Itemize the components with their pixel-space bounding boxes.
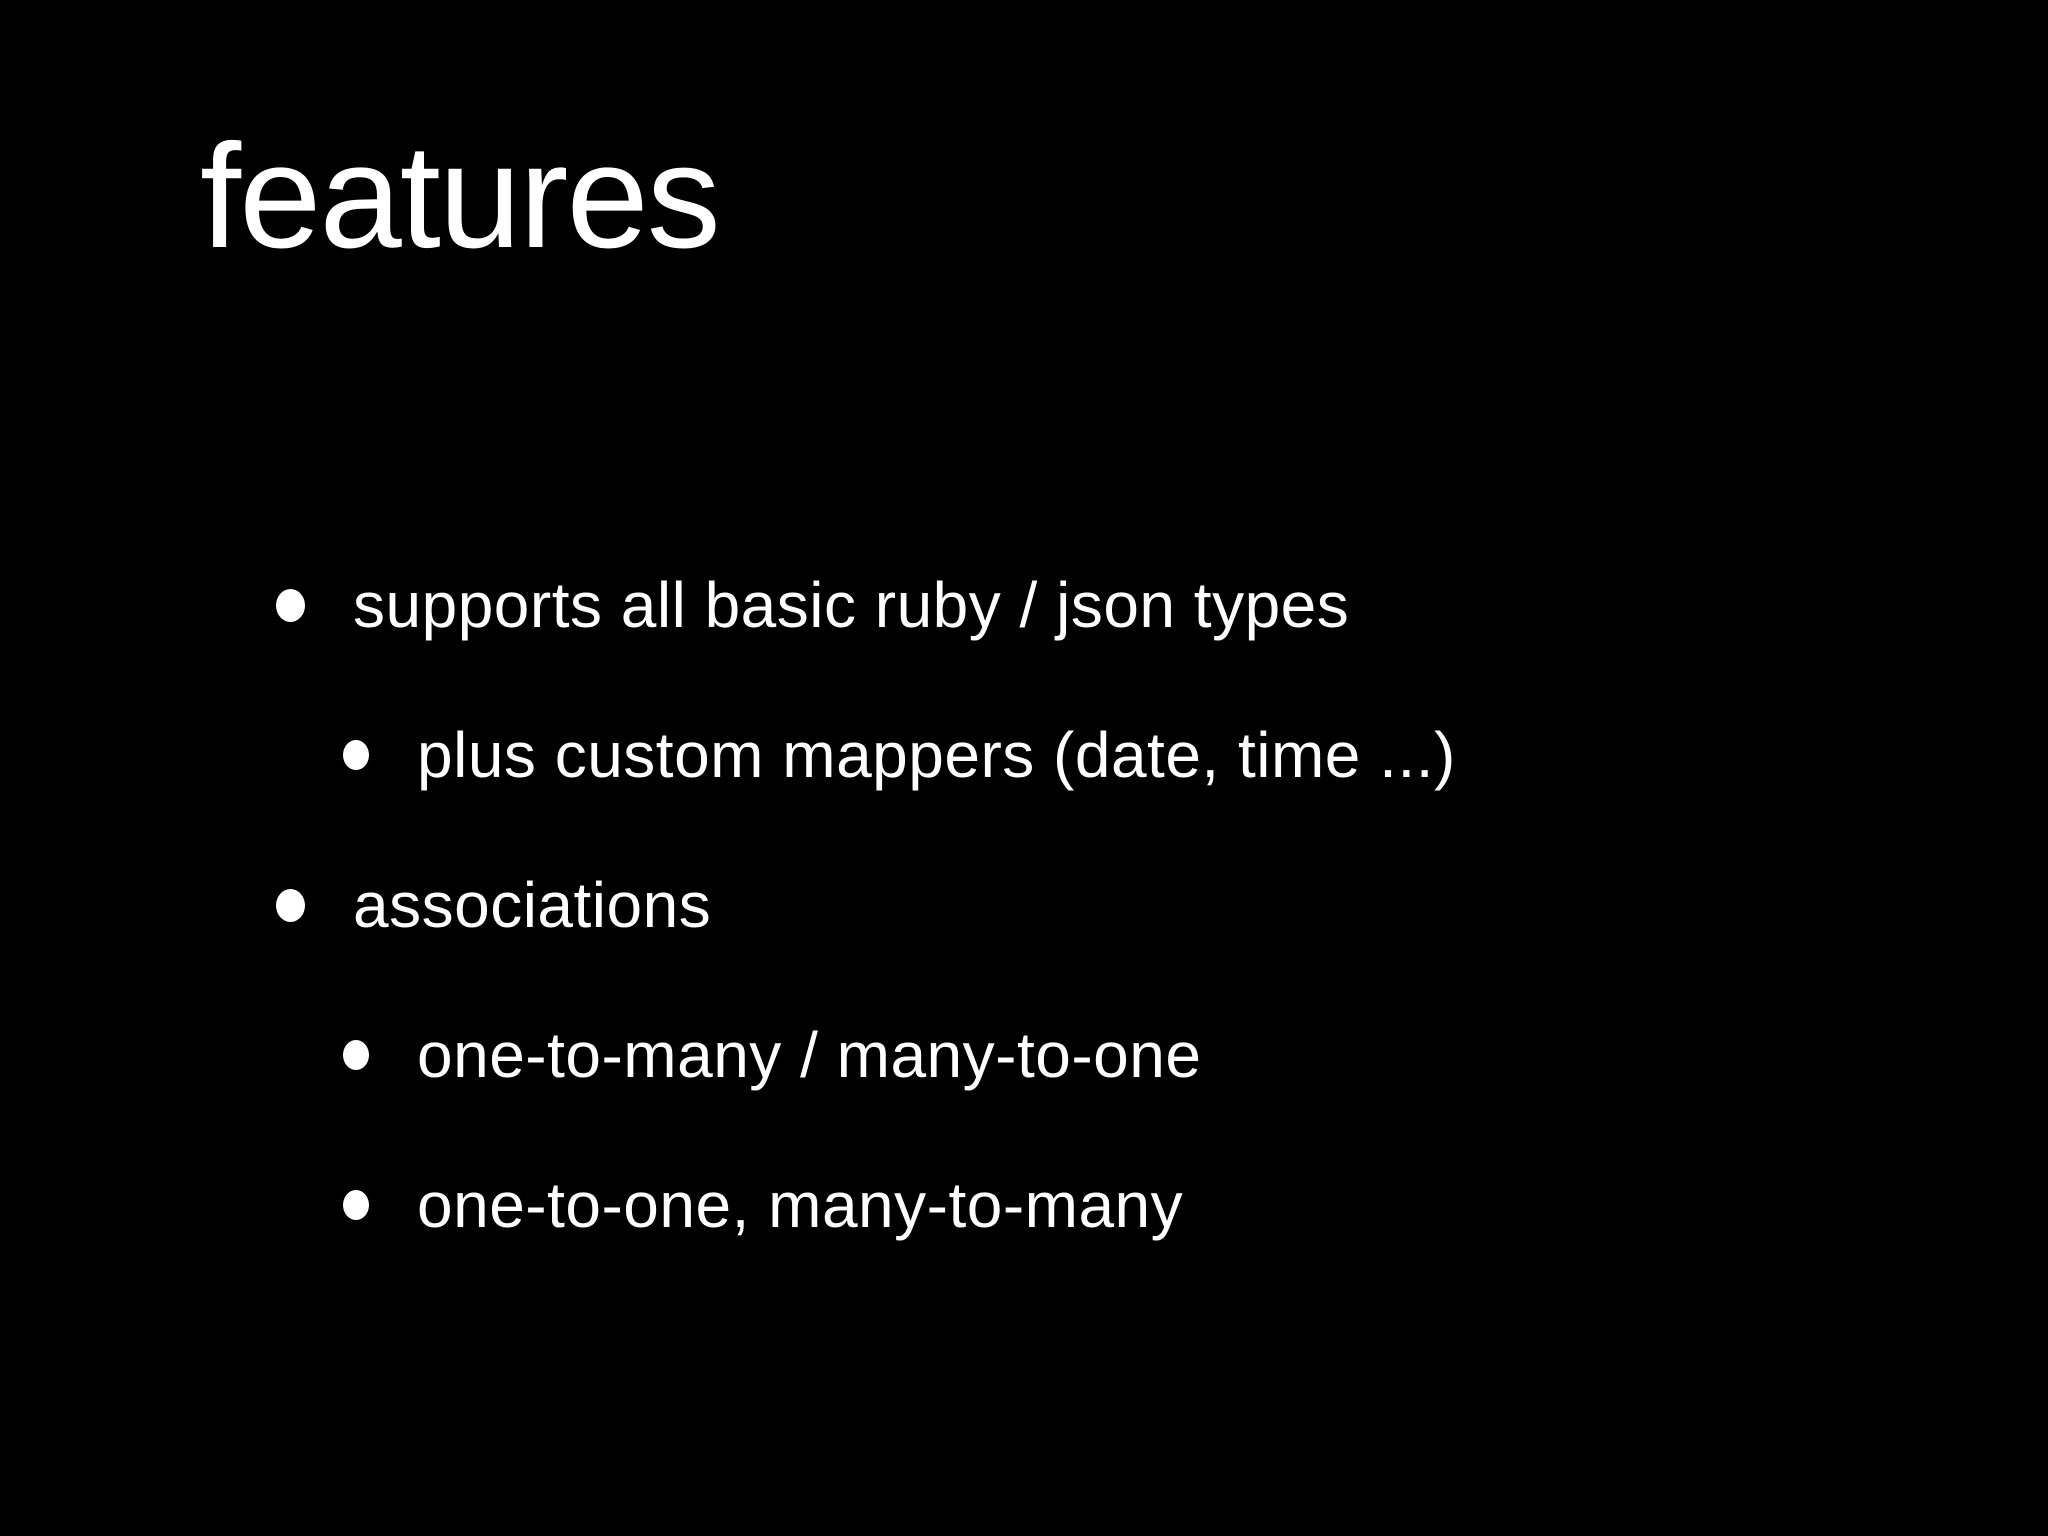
bullet-text: one-to-many / many-to-one xyxy=(417,1019,1202,1091)
slide-title: features xyxy=(200,114,721,279)
bullet-dot-icon xyxy=(343,740,369,770)
bullet-item: supports all basic ruby / json types xyxy=(276,530,1456,680)
bullet-dot-icon xyxy=(276,588,305,622)
bullet-dot-icon xyxy=(343,1040,369,1070)
bullet-item: plus custom mappers (date, time ...) xyxy=(343,680,1456,830)
bullet-text: supports all basic ruby / json types xyxy=(353,569,1350,641)
bullet-text: associations xyxy=(353,869,712,941)
bullet-dot-icon xyxy=(276,888,305,922)
bullet-dot-icon xyxy=(343,1190,369,1220)
bullet-item: one-to-many / many-to-one xyxy=(343,980,1456,1130)
bullet-item: associations xyxy=(276,830,1456,980)
bullet-text: one-to-one, many-to-many xyxy=(417,1169,1184,1241)
bullet-item: one-to-one, many-to-many xyxy=(343,1130,1456,1280)
bullet-list: supports all basic ruby / json types plu… xyxy=(276,530,1456,1280)
bullet-text: plus custom mappers (date, time ...) xyxy=(417,719,1456,791)
